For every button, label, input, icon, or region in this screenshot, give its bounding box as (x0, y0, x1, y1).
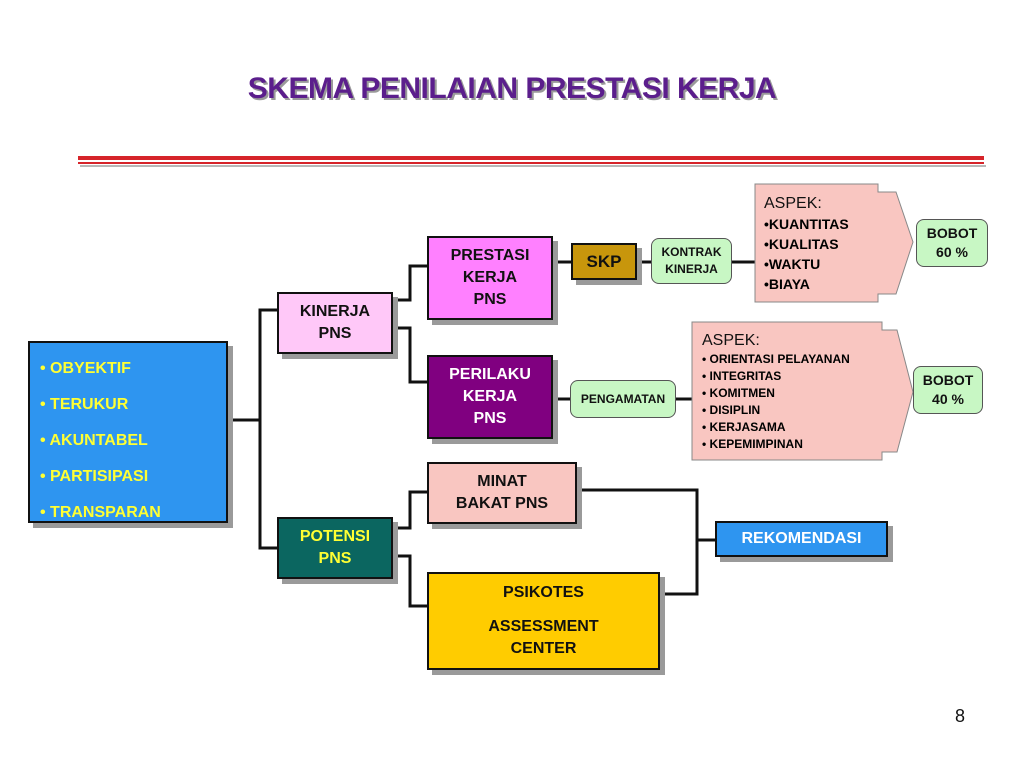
pengamatan-bubble: PENGAMATAN (570, 380, 676, 418)
bobot2-line: 40 % (932, 391, 964, 407)
prestasi-line: KERJA (462, 269, 518, 286)
criteria-item: • OBYEKTIF (40, 360, 131, 377)
bobot1-line: BOBOT (926, 225, 978, 241)
psikotes-box: PSIKOTES ASSESSMENT CENTER (427, 572, 660, 670)
minat-line: MINAT (477, 473, 527, 490)
aspek1-heading: ASPEK: (764, 195, 822, 212)
prestasi-line: PNS (473, 291, 507, 308)
perilaku-kerja-box: PERILAKU KERJA PNS (427, 355, 553, 439)
page-title: SKEMA PENILAIAN PRESTASI KERJA (247, 72, 777, 105)
rekomendasi-label: REKOMENDASI (741, 530, 862, 547)
bobot1-line: 60 % (936, 244, 968, 260)
psikotes-line: ASSESSMENT (488, 618, 599, 635)
potensi-line: PNS (318, 550, 352, 567)
criteria-item: • PARTISIPASI (40, 468, 149, 485)
criteria-item: • TERUKUR (40, 396, 129, 413)
skp-box: SKP (571, 243, 637, 280)
psikotes-line: CENTER (510, 640, 577, 657)
minat-bakat-box: MINAT BAKAT PNS (427, 462, 577, 524)
aspek1-item: •BIAYA (764, 276, 810, 292)
kontrak-kinerja-bubble: KONTRAK KINERJA (651, 238, 732, 284)
skp-label: SKP (586, 251, 622, 271)
aspek1-item: •WAKTU (764, 256, 821, 272)
aspek2-item: • KOMITMEN (702, 386, 775, 400)
title-rule-shadow (80, 165, 986, 167)
aspek2-item: • INTEGRITAS (702, 369, 782, 383)
aspek1-arrow (754, 183, 914, 303)
aspek1-list: ASPEK: •KUANTITAS •KUALITAS •WAKTU •BIAY… (764, 194, 879, 294)
aspek2-item: • DISIPLIN (702, 403, 761, 417)
aspek1-item: •KUALITAS (764, 236, 839, 252)
criteria-item: • AKUNTABEL (40, 432, 148, 449)
perilaku-line: KERJA (462, 388, 518, 405)
kontrak-line: KONTRAK (661, 245, 722, 259)
potensi-pns-box: POTENSI PNS (277, 517, 393, 579)
aspek2-arrow (691, 321, 914, 461)
perilaku-line: PERILAKU (449, 366, 531, 383)
bobot2-line: BOBOT (922, 372, 974, 388)
aspek2-item: • ORIENTASI PELAYANAN (702, 352, 850, 366)
potensi-line: POTENSI (299, 528, 371, 545)
kinerja-line: PNS (318, 325, 352, 342)
title-rule-top (78, 156, 984, 160)
psikotes-line: PSIKOTES (503, 584, 584, 601)
kinerja-pns-box: KINERJA PNS (277, 292, 393, 354)
aspek2-item: • KERJASAMA (702, 420, 786, 434)
aspek2-list: ASPEK: • ORIENTASI PELAYANAN • INTEGRITA… (702, 331, 892, 453)
criteria-item: • TRANSPARAN (40, 504, 161, 521)
prestasi-kerja-box: PRESTASI KERJA PNS (427, 236, 553, 320)
title-rule-mid (78, 162, 984, 164)
aspek2-heading: ASPEK: (702, 332, 760, 349)
pengamatan-label: PENGAMATAN (580, 392, 666, 406)
rekomendasi-box: REKOMENDASI (715, 521, 888, 557)
bobot-40-bubble: BOBOT 40 % (913, 366, 983, 414)
criteria-box: • OBYEKTIF • TERUKUR • AKUNTABEL • PARTI… (28, 341, 228, 523)
aspek2-item: • KEPEMIMPINAN (702, 437, 803, 451)
kontrak-line: KINERJA (665, 262, 718, 276)
bobot-60-bubble: BOBOT 60 % (916, 219, 988, 267)
page-number: 8 (954, 706, 965, 726)
kinerja-line: KINERJA (299, 303, 371, 320)
prestasi-line: PRESTASI (450, 247, 530, 264)
perilaku-line: PNS (473, 410, 507, 427)
aspek1-item: •KUANTITAS (764, 216, 849, 232)
minat-line: BAKAT PNS (455, 495, 549, 512)
